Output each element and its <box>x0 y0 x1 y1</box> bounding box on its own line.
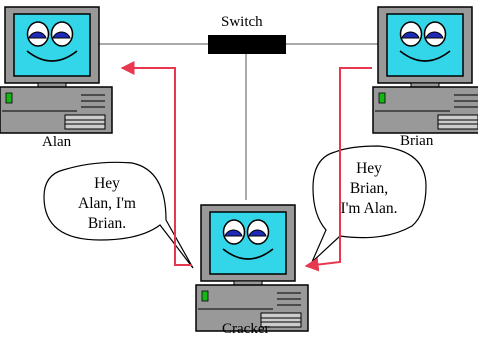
cracker-label: Cracker <box>222 321 270 337</box>
brian-label: Brian <box>400 133 434 149</box>
speech-bubble-left <box>43 161 194 269</box>
switch-box <box>208 35 286 54</box>
speech-text-left: Hey Alan, I'm Brian. <box>57 174 157 234</box>
computer-cracker <box>195 204 309 332</box>
alan-label: Alan <box>42 134 72 150</box>
computer-brian <box>372 6 478 134</box>
speech-line: Hey <box>356 160 382 177</box>
speech-line: Hey <box>94 175 120 192</box>
speech-text-right: Hey Brian, I'm Alan. <box>316 159 422 219</box>
computer-alan <box>0 6 113 134</box>
speech-line: Brian, <box>349 180 389 197</box>
speech-line: Alan, I'm <box>78 195 136 212</box>
spoof-arrow-to-brian <box>304 67 372 272</box>
speech-line: Brian. <box>87 215 127 232</box>
speech-line: I'm Alan. <box>340 200 398 217</box>
switch-label: Switch <box>221 14 263 30</box>
spoof-arrow-to-alan <box>120 61 192 266</box>
